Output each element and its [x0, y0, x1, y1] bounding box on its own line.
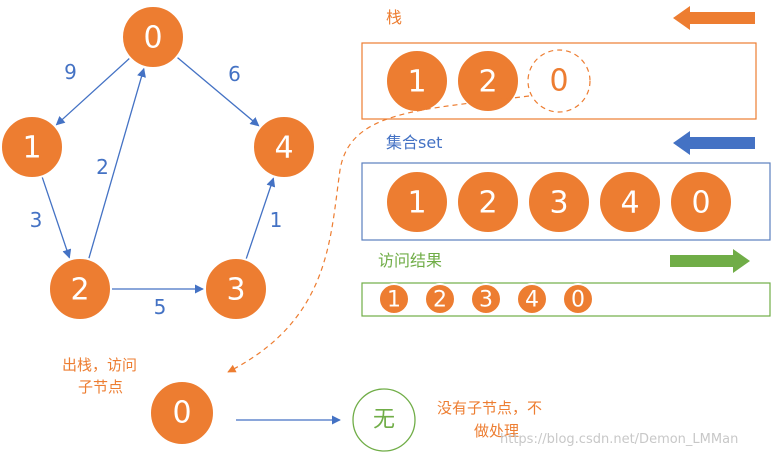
no-child-label: 无 [373, 408, 395, 433]
stack-direction-arrow [673, 6, 755, 30]
edge-3-4 [245, 177, 276, 259]
set-panel: 集合set 1 2 3 4 0 [361, 131, 771, 241]
graph-node-1: 1 [0, 115, 64, 179]
visit-item: 4 [516, 283, 548, 315]
pop-node: 0 [149, 380, 215, 446]
graph-node-4-label: 4 [274, 131, 293, 166]
edge-weight-2-0: 2 [96, 155, 109, 179]
stack-popped-label: 0 [549, 64, 568, 99]
set-item: 4 [598, 170, 662, 234]
stack-box [361, 42, 757, 120]
visit-item-label: 1 [387, 288, 401, 313]
visit-item: 3 [470, 283, 502, 315]
edge-1-2 [41, 177, 72, 259]
graph-weights: 9 6 3 2 5 1 [30, 60, 283, 319]
visit-item: 1 [378, 283, 410, 315]
set-title: 集合set [386, 133, 442, 152]
visit-items: 1 2 3 4 0 [378, 283, 594, 315]
visit-panel: 访问结果 1 2 3 4 0 [361, 249, 771, 317]
graph-node-3-label: 3 [226, 273, 245, 308]
stack-item-label: 2 [478, 65, 497, 100]
stack-item-label: 1 [407, 65, 426, 100]
pop-connector [227, 95, 530, 373]
set-item-label: 4 [620, 186, 639, 221]
visit-title: 访问结果 [378, 251, 442, 270]
set-item: 3 [527, 170, 591, 234]
visit-item: 0 [562, 283, 594, 315]
graph-node-4: 4 [252, 115, 316, 179]
visit-box [361, 282, 771, 317]
graph-node-2: 2 [48, 257, 112, 321]
graph-edges [41, 57, 276, 294]
stack-item: 2 [456, 49, 520, 113]
edge-0-4 [177, 57, 260, 127]
set-items: 1 2 3 4 0 [385, 170, 733, 234]
edge-weight-0-1: 9 [64, 60, 77, 84]
no-child-node: 无 [352, 388, 416, 452]
graph-node-1-label: 1 [22, 131, 41, 166]
set-item-label: 0 [691, 186, 710, 221]
edge-weight-2-3: 5 [154, 295, 167, 319]
visit-item-label: 0 [571, 288, 585, 313]
stack-item: 1 [385, 49, 449, 113]
edge-weight-3-4: 1 [270, 208, 283, 232]
graph-node-0: 0 [121, 5, 185, 69]
set-item-label: 1 [407, 186, 426, 221]
graph-node-2-label: 2 [70, 273, 89, 308]
visit-item-label: 4 [525, 288, 539, 313]
set-direction-arrow [673, 131, 755, 155]
edge-0-1 [55, 58, 130, 126]
graph-nodes: 0 1 2 3 4 [0, 5, 316, 321]
no-child-note-line1: 没有子节点，不 [437, 399, 542, 417]
set-item-label: 2 [478, 186, 497, 221]
graph-node-3: 3 [204, 257, 268, 321]
stack-title: 栈 [386, 8, 402, 27]
pop-step: 出栈，访问 子节点 0 无 没有子节点，不 做处理 [62, 356, 542, 452]
visit-item: 2 [424, 283, 456, 315]
pop-node-label: 0 [172, 396, 191, 431]
set-item: 2 [456, 170, 520, 234]
set-item: 0 [669, 170, 733, 234]
visit-item-label: 2 [433, 288, 447, 313]
set-item: 1 [385, 170, 449, 234]
no-child-note-line2: 做处理 [474, 422, 519, 440]
stack-popped-item: 0 [527, 49, 591, 113]
watermark: https://blog.csdn.net/Demon_LMMan [500, 432, 738, 447]
visit-direction-arrow [670, 249, 750, 273]
edge-2-0 [88, 67, 146, 259]
set-item-label: 3 [549, 186, 568, 221]
pop-note-line1: 出栈，访问 [62, 356, 137, 374]
visit-item-label: 3 [479, 288, 493, 313]
graph-node-0-label: 0 [143, 21, 162, 56]
set-box [361, 162, 771, 241]
edge-weight-1-2: 3 [30, 208, 43, 232]
edge-weight-0-4: 6 [228, 62, 241, 86]
pop-note-line2: 子节点 [78, 378, 123, 396]
